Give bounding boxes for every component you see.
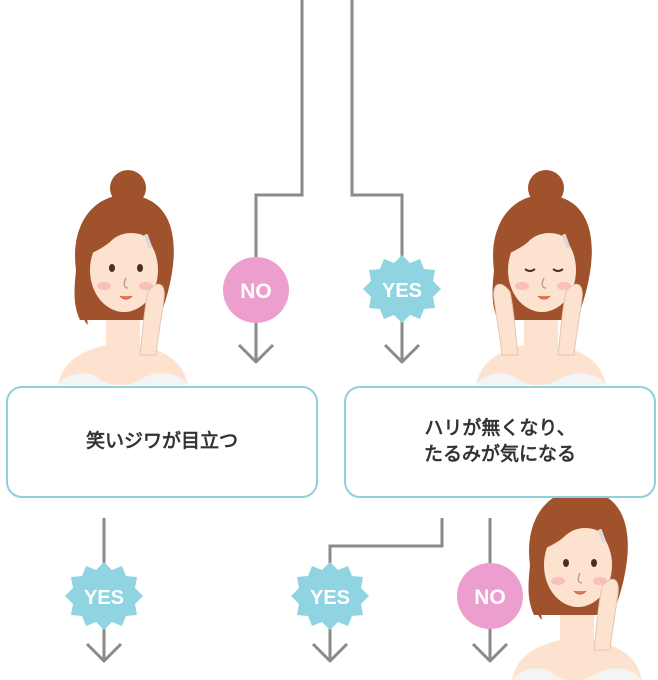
yes-badge-top: YES [363, 255, 441, 323]
arrow-down-icon [85, 642, 123, 663]
woman-eyes-closed-illustration [475, 169, 607, 387]
question-right-line2: たるみが気になる [423, 443, 576, 465]
no-badge-bottom-right: NO [457, 563, 523, 629]
question-box-left: 笑いジワが目立つ [6, 386, 318, 498]
yes-badge-top-label: YES [382, 280, 422, 302]
arrow-down-icon [383, 343, 421, 364]
question-left-text: 笑いジワが目立つ [85, 430, 238, 453]
no-badge-bottom-right-label: NO [474, 586, 506, 609]
arrow-down-icon [237, 343, 275, 364]
yes-badge-bottom-left-label: YES [84, 587, 124, 609]
arrow-down-icon [311, 642, 349, 663]
question-box-right: ハリが無くなり、 たるみが気になる [344, 386, 656, 498]
yes-badge-bottom-middle-label: YES [310, 587, 350, 609]
question-right-line1: ハリが無くなり、 [424, 417, 576, 440]
yes-badge-top-shape [363, 255, 441, 323]
woman-smiling-illustration [57, 169, 189, 387]
connector-lines [102, 0, 492, 660]
yes-badge-bottom-left: YES [65, 562, 143, 630]
no-badge-top-label: NO [240, 280, 272, 303]
yes-badge-bottom-middle: YES [291, 562, 369, 630]
no-badge-top: NO [223, 257, 289, 323]
yes-badge-bottom-left-shape [65, 562, 143, 630]
yes-badge-bottom-middle-shape [291, 562, 369, 630]
question-right-text: ハリが無くなり、 たるみが気になる [424, 416, 576, 467]
arrow-down-icon [471, 642, 509, 663]
